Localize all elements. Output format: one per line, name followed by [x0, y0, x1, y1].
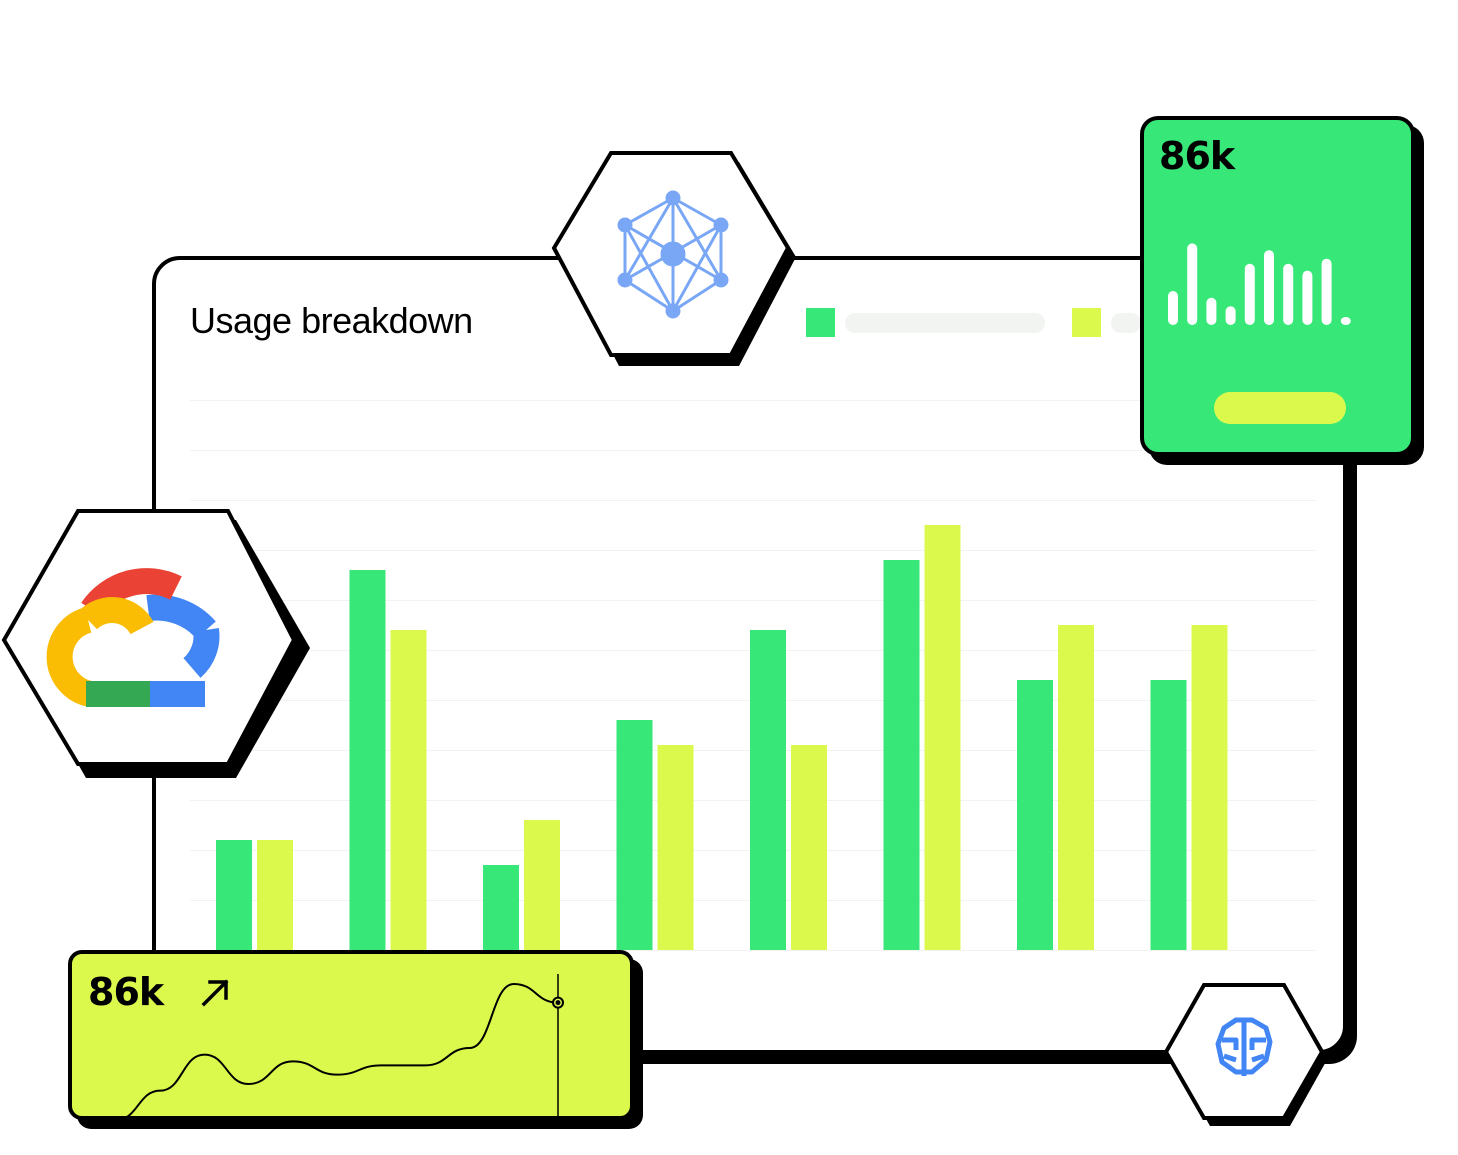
bar-series-a-5: [750, 630, 786, 950]
panel-title: Usage breakdown: [190, 300, 473, 341]
grid-line: [190, 500, 1316, 501]
bar-series-a-1: [216, 840, 252, 950]
trend-line-chart: [115, 974, 564, 1121]
grid-line: [190, 400, 1316, 401]
left-hexagon: [1, 509, 310, 778]
grid-line: [190, 450, 1316, 451]
mini-bar-9: [1321, 258, 1332, 325]
mini-bar-7: [1283, 263, 1294, 325]
mini-bar-5: [1244, 263, 1255, 325]
bar-series-a-7: [1017, 680, 1053, 950]
grid-line: [190, 950, 1316, 951]
google-cloud-icon: [46, 568, 220, 707]
bottom-hexagon: [1163, 983, 1328, 1126]
legend-label-placeholder-a: [845, 313, 1045, 333]
bar-series-a-8: [1150, 680, 1187, 950]
bar-series-b-3: [524, 820, 560, 950]
bar-series-b-2: [390, 630, 427, 950]
top-hexagon: [551, 151, 796, 366]
mini-bar-10: [1340, 317, 1351, 325]
arrow-up-right-icon: [201, 979, 229, 1007]
bar-series-b-8: [1191, 625, 1228, 950]
legend-swatch-series-b: [1072, 308, 1101, 337]
bar-series-a-2: [349, 570, 386, 950]
brain-chip-icon: [1215, 1017, 1273, 1076]
bar-series-a-4: [616, 720, 653, 950]
bar-series-b-7: [1058, 625, 1094, 950]
mini-bar-6: [1264, 250, 1274, 325]
stat-card-trend: 86k: [68, 950, 634, 1121]
mini-bar-2: [1187, 243, 1198, 325]
grid-line: [190, 600, 1316, 601]
bar-series-b-5: [791, 745, 827, 950]
legend-label-placeholder-b: [1111, 313, 1141, 333]
bar-series-b-1: [257, 840, 293, 950]
mini-bar-8: [1302, 270, 1313, 325]
grid-line: [190, 550, 1316, 551]
stat-card-bars-value: 86k: [1159, 134, 1235, 178]
legend-swatch-series-a: [806, 308, 835, 337]
bar-series-a-3: [483, 865, 519, 950]
bar-series-a-6: [883, 560, 920, 950]
stat-card-trend-value: 86k: [88, 970, 164, 1014]
bar-series-b-6: [924, 525, 961, 950]
network-graph-icon: [617, 190, 729, 319]
mini-bar-3: [1206, 297, 1217, 325]
mini-bar-1: [1168, 291, 1178, 325]
trend-line: [115, 982, 559, 1121]
mini-bar-4: [1225, 306, 1236, 325]
stat-card-bars: 86k: [1140, 116, 1415, 456]
bar-series-b-4: [657, 745, 694, 950]
trend-marker: [555, 1000, 561, 1006]
stat-card-pill: [1214, 392, 1346, 424]
mini-bar-chart: [1168, 243, 1351, 325]
